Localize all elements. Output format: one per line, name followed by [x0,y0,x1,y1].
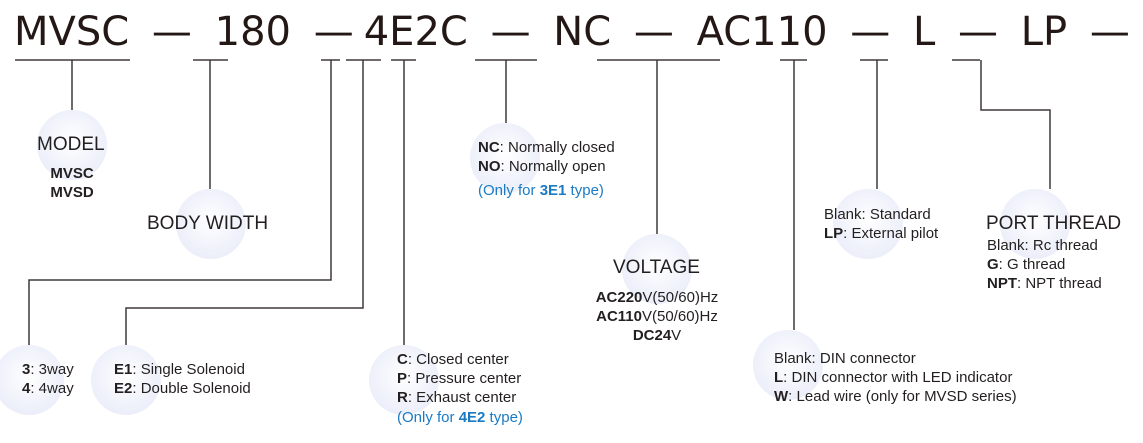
voltage-options: AC220V(50/60)Hz AC110V(50/60)Hz DC24V [577,288,737,345]
center-options: C: Closed center P: Pressure center R: E… [397,350,523,427]
code-model: MVSC [14,9,130,55]
pilot-code: LP [824,225,844,242]
bubble-model [37,110,107,180]
solenoid-desc: : Double Solenoid [132,380,251,397]
port-thread-title: PORT THREAD [986,213,1122,234]
pilot-desc: Blank: Standard [824,206,931,223]
bubble-pilot [833,189,903,259]
port-thread-desc: : NPT thread [1017,275,1102,292]
voltage-desc: V(50/60)Hz [642,308,718,325]
bubble-solenoid [91,345,161,415]
voltage-title: VOLTAGE [613,257,700,278]
code-sep: — [850,9,891,55]
ways-desc: : 4way [30,380,74,397]
ways-code: 4 [22,380,31,397]
normal-state-note: (Only for 3E1 type) [478,181,615,200]
code-pilot: LP [1020,9,1068,55]
bubble-connector [753,330,823,400]
bubble-normal-state [470,123,540,193]
code-sep: — [1089,9,1130,55]
normal-state-options: NC: Normally closed NO: Normally open (O… [478,138,615,200]
note-text: type) [566,182,604,199]
note-text: type) [485,409,523,426]
leader-ways [28,60,332,345]
port-thread-options: Blank: Rc thread G: G thread NPT: NPT th… [987,236,1102,293]
port-thread-desc: : G thread [998,256,1066,273]
note-text: (Only for [397,409,459,426]
bubble-ways [0,345,64,415]
center-desc: : Exhaust center [407,389,517,406]
code-normal-state: NC [553,9,612,55]
pilot-desc: : External pilot [843,225,939,242]
normal-state-code: NC [478,139,500,156]
code-sep: — [313,9,354,55]
center-code: R [397,389,408,406]
pilot-options: Blank: Standard LP: External pilot [824,205,938,243]
note-bold: 4E2 [458,409,486,426]
note-text: (Only for [478,182,540,199]
center-desc: : Closed center [407,351,509,368]
code-sep: — [490,9,531,55]
code-voltage: AC110 [696,9,828,55]
ways-desc: : 3way [30,361,74,378]
bubble-center [369,345,439,415]
voltage-desc: V(50/60)Hz [642,289,719,306]
code-body-width: 180 [214,9,291,55]
model-options: MVSC MVSD [42,164,102,202]
body-width-title: BODY WIDTH [147,213,269,234]
port-thread-code: G [987,256,999,273]
normal-state-desc: : Normally open [500,158,606,175]
note-bold: 3E1 [539,182,567,199]
connector-desc: Blank: DIN connector [774,350,916,367]
code-sep: — [633,9,674,55]
voltage-code: AC110 [596,308,642,325]
model-option: MVSC [50,165,94,182]
center-code: P [397,370,408,387]
bubble-voltage [622,234,692,304]
leader-solenoid [125,60,364,345]
code-center: C [439,9,468,55]
ways-options: 3: 3way 4: 4way [22,360,74,398]
bubble-body-width [176,189,246,259]
connector-code: W [774,388,789,405]
normal-state-code: NO [478,158,501,175]
model-title: MODEL [37,134,105,155]
port-thread-code: NPT [987,275,1017,292]
solenoid-desc: : Single Solenoid [132,361,245,378]
connector-desc: : DIN connector with LED indicator [783,369,1013,386]
bubble-port-thread [1000,189,1070,259]
center-note: (Only for 4E2 type) [397,408,523,427]
solenoid-code: E2 [114,380,133,397]
port-thread-desc: Blank: Rc thread [987,237,1098,254]
code-connector: L [912,9,936,55]
solenoid-options: E1: Single Solenoid E2: Double Solenoid [114,360,251,398]
solenoid-code: E1 [114,361,133,378]
center-desc: : Pressure center [407,370,522,387]
connector-desc: : Lead wire (only for MVSD series) [788,388,1017,405]
model-option: MVSD [50,184,94,201]
leader-port-thread [980,60,1051,189]
code-solenoid: E2 [389,9,440,55]
voltage-code: AC220 [595,289,643,306]
normal-state-desc: : Normally closed [499,139,615,156]
voltage-code: DC24 [632,327,672,344]
code-ways: 4 [363,9,390,55]
connector-options: Blank: DIN connector L: DIN connector wi… [774,349,1017,406]
center-code: C [397,351,408,368]
code-sep: — [151,9,192,55]
ways-code: 3 [22,361,31,378]
model-code: MVSC — 180 —4E2C — NC — AC110 — L — LP —… [14,8,1143,56]
voltage-desc: V [671,327,682,344]
code-sep: — [957,9,998,55]
connector-code: L [774,369,784,386]
